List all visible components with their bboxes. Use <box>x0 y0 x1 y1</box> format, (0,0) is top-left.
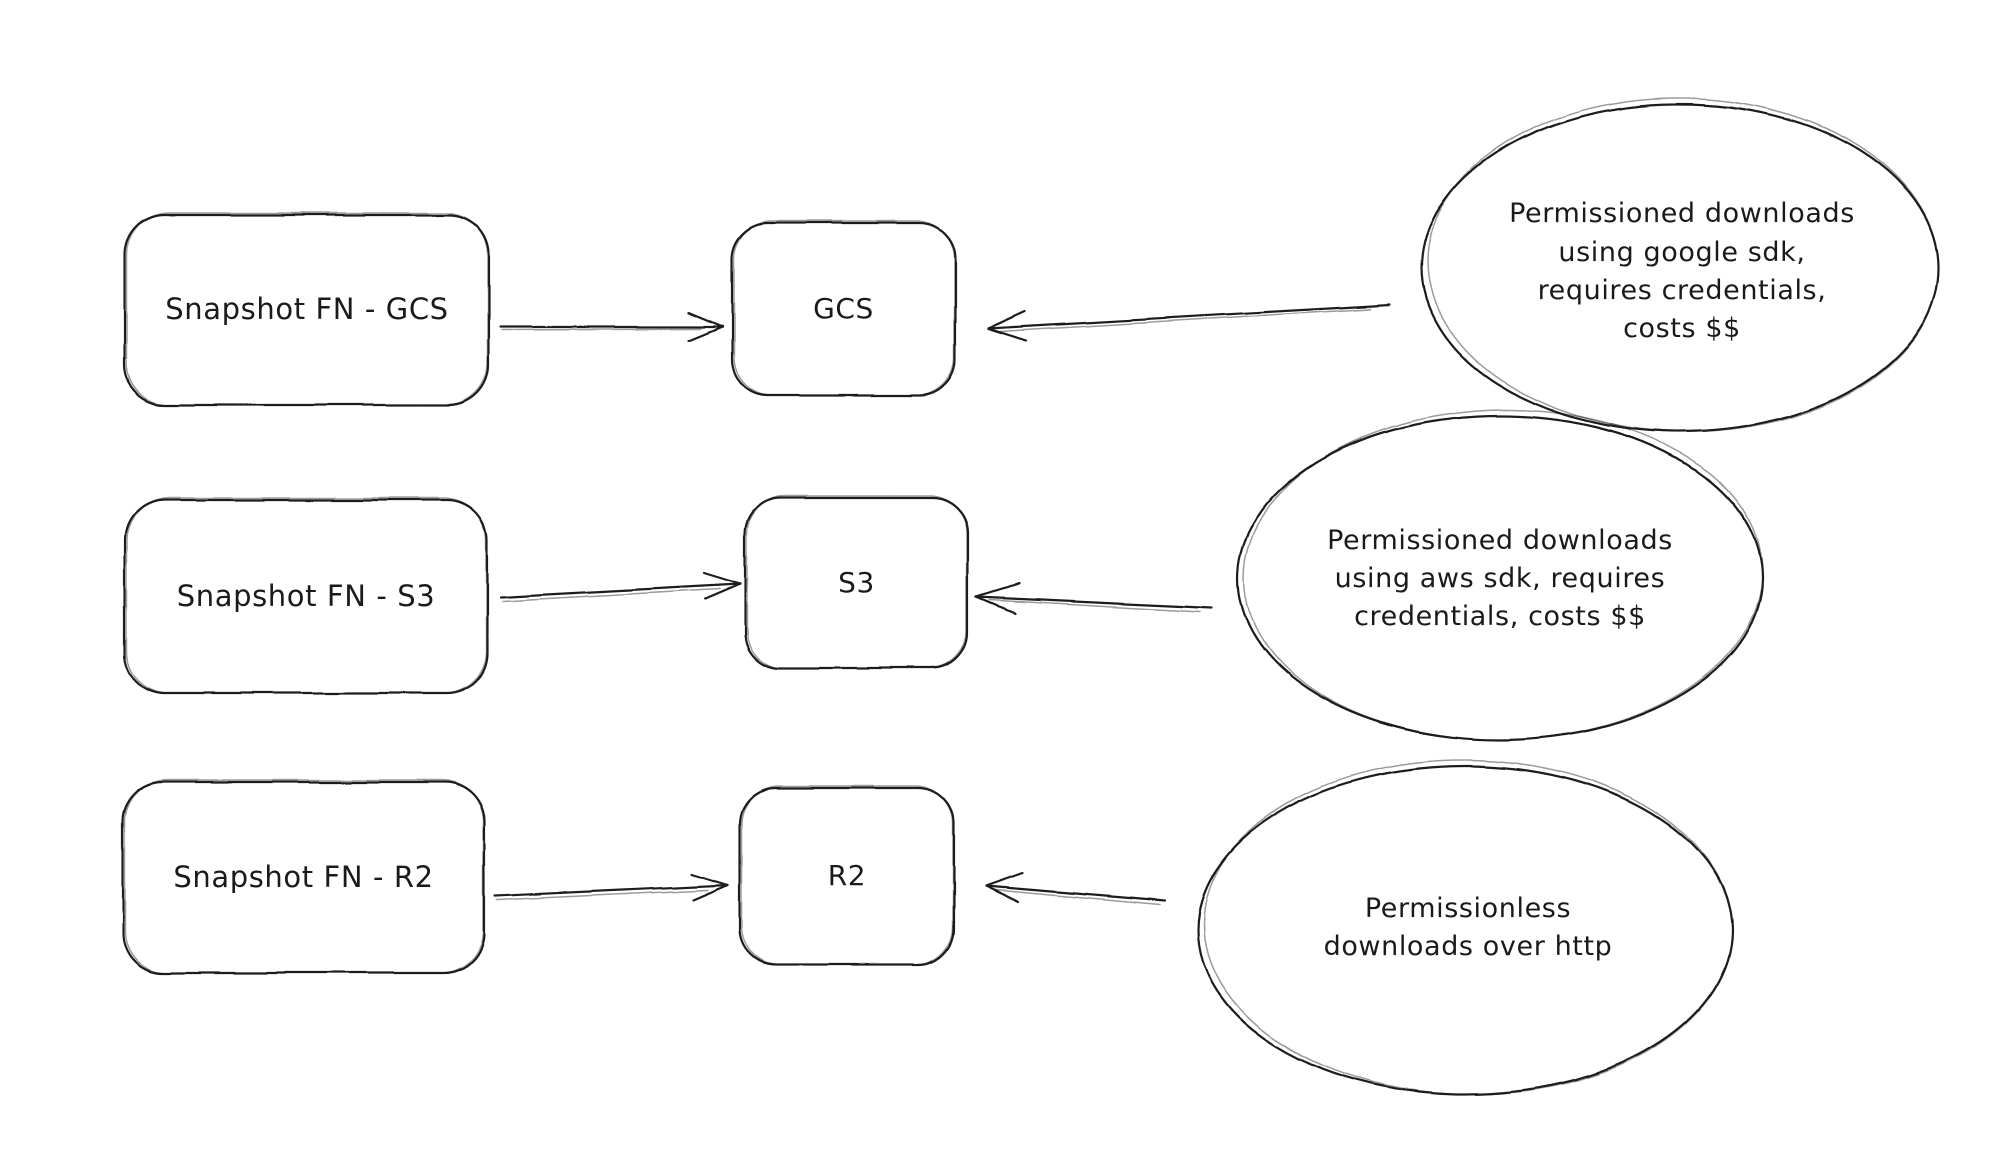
source-box-gcs-label: Snapshot FN - GCS <box>165 292 449 327</box>
arrow-snapshot-to-gcs <box>498 311 724 343</box>
arrow-note-to-s3 <box>975 582 1214 615</box>
note-ellipse-s3-label: Permissioned downloads using aws sdk, re… <box>1327 524 1673 633</box>
target-box-gcs-label: GCS <box>813 292 874 326</box>
note-ellipse-gcs-label: Permissioned downloads using google sdk,… <box>1509 198 1855 345</box>
note-ellipse-r2-label: Permissionless downloads over http <box>1323 892 1613 962</box>
note-ellipse-r2-shape <box>1196 759 1734 1096</box>
arrow-note-to-r2 <box>983 871 1167 906</box>
target-box-r2-shape <box>738 785 956 966</box>
source-box-r2-label: Snapshot FN - R2 <box>173 859 434 894</box>
target-box-s3-shape <box>743 495 970 670</box>
arrow-note-to-gcs <box>986 303 1392 342</box>
note-ellipse-gcs-shape <box>1420 97 1940 434</box>
target-box-gcs-shape <box>730 220 957 397</box>
source-box-gcs-shape <box>123 212 491 407</box>
source-box-s3-label: Snapshot FN - S3 <box>176 578 436 613</box>
arrow-snapshot-to-s3 <box>498 571 742 602</box>
target-box-s3-label: S3 <box>838 566 875 600</box>
source-box-r2-shape <box>121 779 486 975</box>
target-box-r2-label: R2 <box>827 859 867 893</box>
source-box-s3-shape <box>123 497 489 695</box>
note-ellipse-s3-shape <box>1236 409 1764 742</box>
arrow-snapshot-to-r2 <box>493 872 730 902</box>
